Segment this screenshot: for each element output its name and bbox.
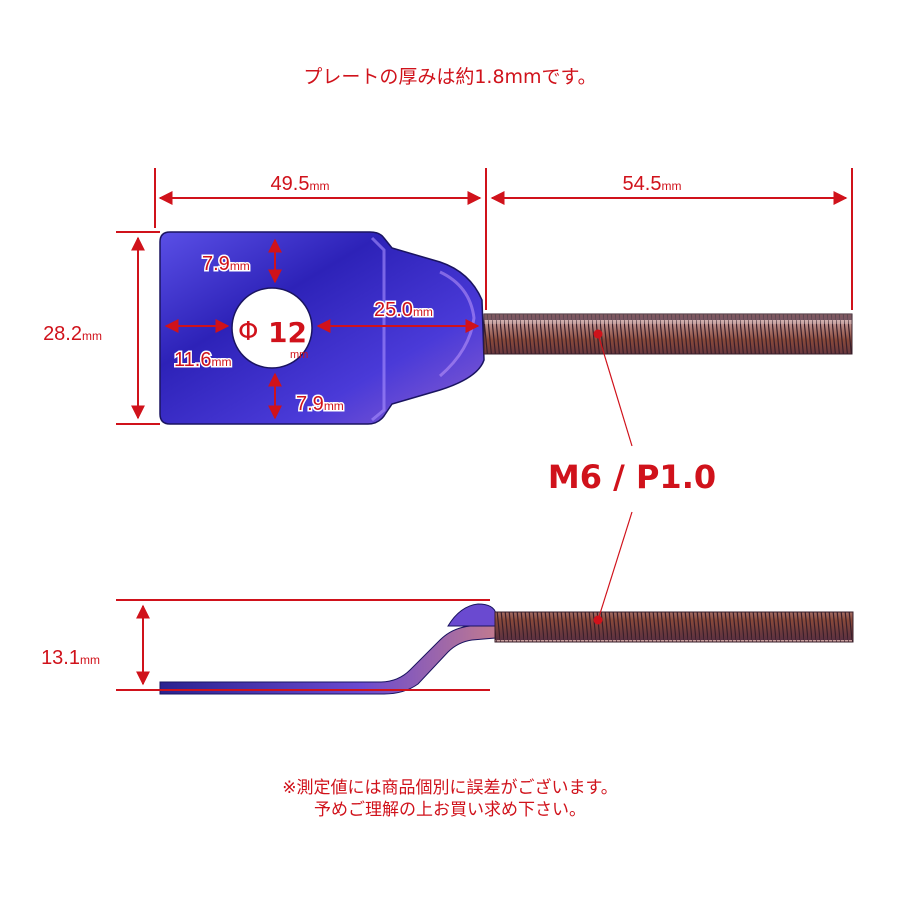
label-side-height: 13.1mm: [41, 647, 100, 669]
plate-side-view: [159, 603, 854, 695]
label-bolt-length: 54.5mm: [623, 173, 682, 195]
diameter-value: 12: [268, 316, 307, 349]
hole-diameter-label: Φ 12 mm: [238, 316, 308, 361]
threaded-rod: [483, 313, 853, 355]
plate-labels: 7.9mm 7.9mm 11.6mm 25.0mm: [173, 252, 435, 417]
label-hole-to-bolt: 25.0mm: [374, 299, 433, 321]
label-hole-bottom-margin: 7.9mm: [296, 393, 344, 415]
label-hole-left-margin: 11.6mm: [174, 349, 231, 371]
diameter-symbol: Φ: [238, 317, 258, 347]
side-threaded-rod: [494, 611, 854, 643]
side-plate: [159, 623, 496, 695]
leader-dot-side: [593, 615, 603, 625]
dimension-labels: 49.5mm 54.5mm 28.2mm 13.1mm: [41, 173, 681, 669]
disclaimer-line-2: 予めご理解の上お買い求め下さい。: [314, 800, 586, 820]
diameter-unit: mm: [290, 349, 308, 361]
plate-thickness-note: プレートの厚みは約1.8mmです。: [303, 66, 597, 88]
leader-dot-top: [593, 329, 603, 339]
label-plate-length: 49.5mm: [271, 173, 330, 195]
disclaimer-line-1: ※測定値には商品個別に誤差がございます。: [282, 778, 618, 798]
label-hole-top-margin: 7.9mm: [202, 253, 250, 275]
thread-spec-label: M6 / P1.0: [548, 458, 716, 496]
dimension-lines: [116, 168, 853, 691]
bolt-top-view: [483, 313, 853, 355]
mounting-hole: [231, 287, 313, 369]
disclaimer-note: ※測定値には商品個別に誤差がございます。 予めご理解の上お買い求め下さい。: [0, 777, 900, 821]
label-plate-height: 28.2mm: [43, 323, 102, 345]
